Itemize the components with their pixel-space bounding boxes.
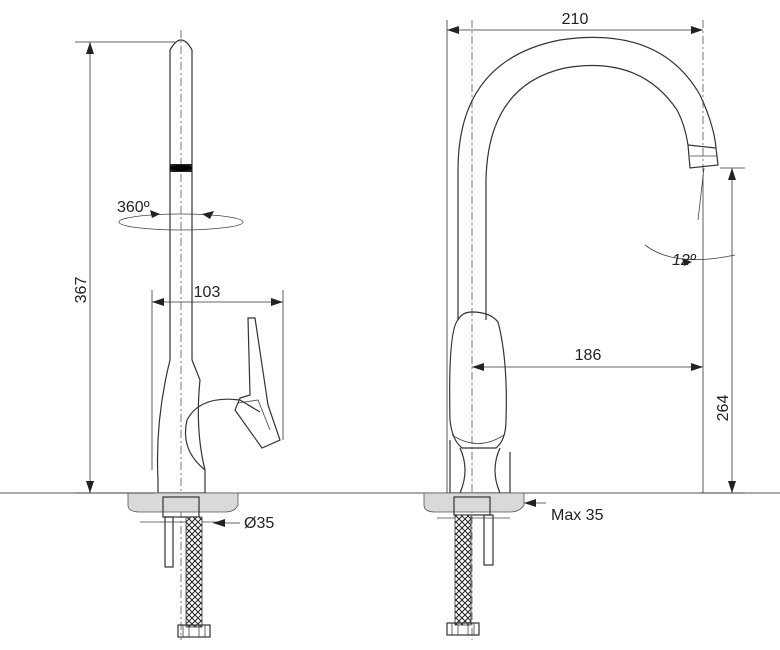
- dim-lever-offset: [151, 290, 284, 470]
- label-outlet-angle: 12º: [672, 252, 697, 269]
- dim-spout-reach: [446, 20, 703, 493]
- dim-hole-diameter: [213, 519, 240, 527]
- faucet-front-view: [423, 20, 719, 640]
- label-height-total: 367: [73, 277, 90, 304]
- label-lever-offset: 103: [194, 284, 221, 301]
- dim-outlet-angle: [644, 244, 736, 266]
- label-outlet-height: 264: [715, 395, 732, 422]
- label-rotation: 360º: [117, 199, 150, 216]
- label-max-thickness: Max 35: [551, 507, 604, 524]
- label-outlet-reach: 186: [575, 347, 602, 364]
- dim-max-thickness: [524, 499, 546, 507]
- faucet-side-view: [118, 30, 281, 640]
- dim-height-total: [75, 41, 175, 494]
- dim-outlet-height: [700, 167, 745, 494]
- label-hole-diameter: Ø35: [244, 515, 274, 532]
- dim-outlet-reach: [472, 175, 704, 493]
- label-spout-reach: 210: [562, 11, 589, 28]
